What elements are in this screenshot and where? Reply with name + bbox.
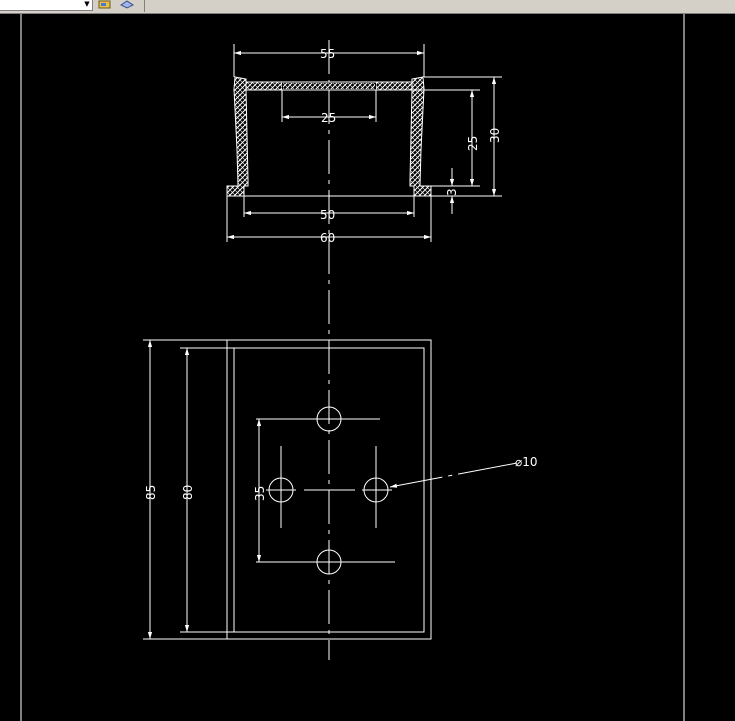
dim-inner-height: 25 xyxy=(466,136,480,151)
hole-bottom xyxy=(316,549,342,575)
section-wall-right xyxy=(409,76,432,197)
hole-top xyxy=(316,406,342,432)
plan-inner-rect xyxy=(233,347,425,633)
section-wall-left xyxy=(226,76,249,197)
toolbar-separator xyxy=(144,0,145,12)
layer-previous-icon[interactable] xyxy=(120,0,134,9)
dim-inner-bottom: 50 xyxy=(320,208,335,222)
layer-state-icon[interactable] xyxy=(98,0,112,9)
dim-hole-spacing: 35 xyxy=(253,486,267,501)
plan-outer-rect xyxy=(226,339,432,640)
layer-combo[interactable]: ▼ xyxy=(0,0,93,11)
dim-outer-bottom: 60 xyxy=(320,231,335,245)
dim-hole-diameter: ⌀10 xyxy=(515,455,538,469)
plan-dimensions xyxy=(143,339,518,640)
hole-left xyxy=(268,477,294,503)
dim-flange-height: 3 xyxy=(445,188,459,196)
dim-overall-height: 85 xyxy=(144,485,158,500)
dim-inner-top: 25 xyxy=(321,111,336,125)
dim-plan-inner-height: 80 xyxy=(181,485,195,500)
dim-top-outer: 55 xyxy=(320,47,335,61)
plan-view xyxy=(226,339,432,640)
hole-right xyxy=(363,477,389,503)
drawing-canvas[interactable]: 55 25 50 60 25 30 3 85 80 xyxy=(0,14,735,721)
chevron-down-icon[interactable]: ▼ xyxy=(84,0,90,8)
section-dimensions xyxy=(226,44,502,242)
dim-outer-height: 30 xyxy=(488,128,502,143)
toolbar: ▼ xyxy=(0,0,735,14)
section-view xyxy=(226,76,432,197)
